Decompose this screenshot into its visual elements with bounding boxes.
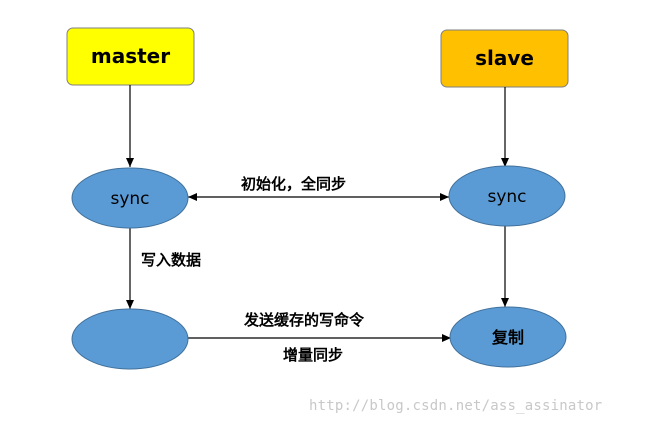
- slave-replicate-node: 复制: [449, 306, 567, 368]
- slave-label: slave: [475, 46, 534, 70]
- slave-sync-node: sync: [448, 165, 566, 227]
- slave-replicate-ellipse: [449, 306, 567, 368]
- slave-replicate-label: 复制: [491, 328, 524, 347]
- master-sync-ellipse: [71, 167, 189, 229]
- master-node: master: [66, 27, 195, 86]
- send-buffered-label: 发送缓存的写命令: [244, 311, 365, 329]
- init-sync-label: 初始化，全同步: [241, 175, 347, 193]
- master-sync-node: sync: [71, 167, 189, 229]
- master-label: master: [91, 44, 170, 68]
- watermark: http://blog.csdn.net/ass_assinator: [309, 398, 603, 414]
- master-buffer-ellipse: [71, 308, 189, 370]
- master-buffer-node: [71, 308, 189, 370]
- master-sync-label: sync: [110, 189, 149, 209]
- incremental-sync-label: 增量同步: [283, 346, 344, 364]
- slave-sync-label: sync: [487, 187, 526, 207]
- write-data-label: 写入数据: [141, 251, 202, 269]
- slave-sync-ellipse: [448, 165, 566, 227]
- slave-node: slave: [440, 29, 569, 88]
